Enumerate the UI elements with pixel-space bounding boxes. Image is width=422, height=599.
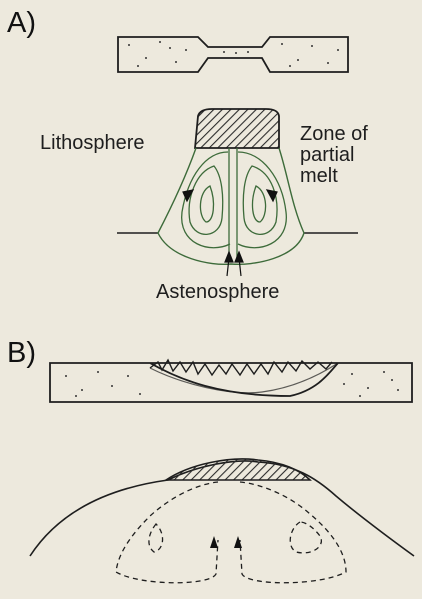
central-channel (229, 148, 237, 262)
b-flow-arrows (210, 536, 242, 548)
plume-envelope (158, 148, 304, 264)
lithosphere-cap (195, 109, 279, 148)
arrow-up-right (235, 252, 243, 262)
plate-dots (128, 41, 339, 67)
partial-melt-line-3: melt (300, 166, 368, 187)
arrow-right-down (267, 190, 277, 201)
panel-a-letter: A) (7, 8, 36, 38)
slab-dots (65, 371, 399, 397)
asthenosphere-label: Astenosphere (156, 282, 279, 303)
partial-melt-line-2: partial (300, 145, 368, 166)
basin-slab (50, 363, 412, 402)
partial-melt-line-1: Zone of (300, 124, 368, 145)
panel-b-diagram (30, 360, 414, 583)
panel-b-letter: B) (7, 338, 36, 368)
necked-plate (118, 37, 348, 72)
partial-melt-label: Zone of partial melt (300, 124, 368, 187)
right-convection-cell (238, 152, 286, 248)
flow-arrows (183, 190, 277, 276)
lithosphere-lens (166, 459, 310, 480)
arrow-b-up-left (210, 536, 218, 548)
lithosphere-label: Lithosphere (40, 133, 145, 154)
arrow-up-left (225, 252, 233, 262)
dashed-convection (116, 482, 346, 583)
arrow-b-up-right (234, 536, 242, 548)
